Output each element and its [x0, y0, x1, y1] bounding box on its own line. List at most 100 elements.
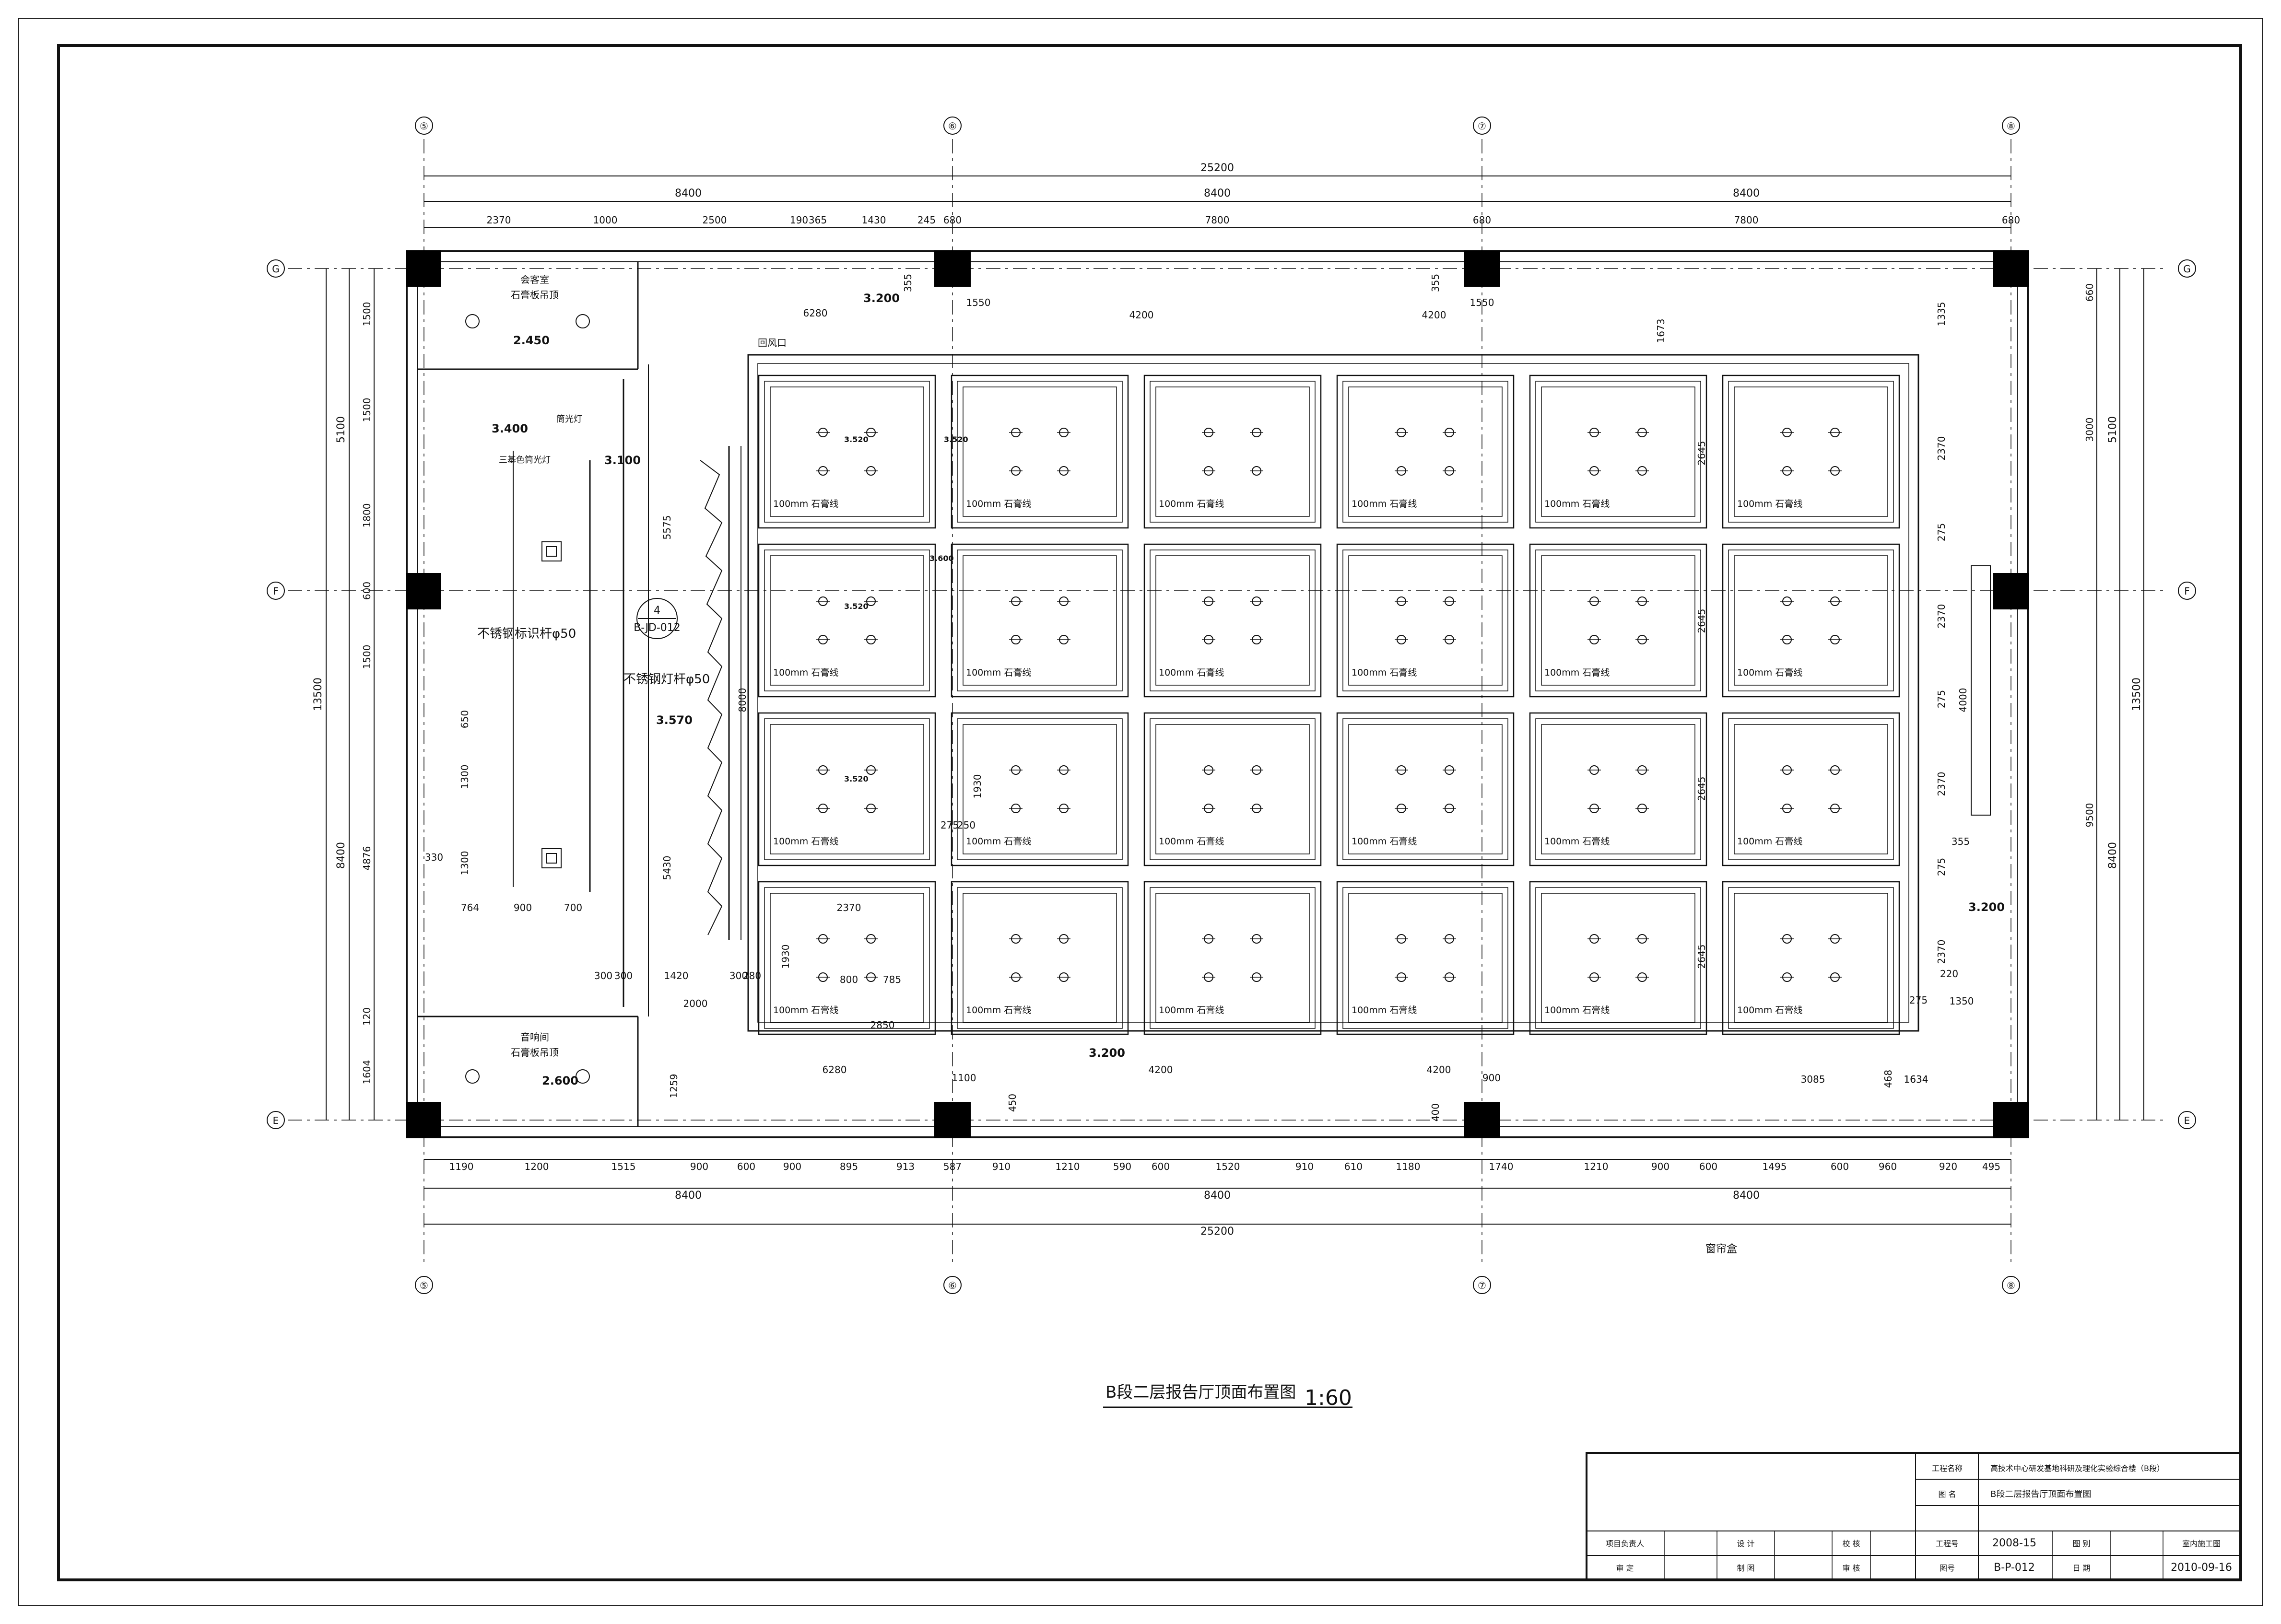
svg-text:495: 495 — [1982, 1161, 2000, 1172]
coffer-label: 100mm 石膏线 — [1352, 836, 1417, 847]
svg-text:4000: 4000 — [1957, 688, 1969, 713]
lamp-fixtures — [465, 314, 590, 1084]
dim-bottom-bay-3: 8400 — [1733, 1190, 1760, 1202]
coffer-label: 100mm 石膏线 — [966, 498, 1031, 509]
svg-text:680: 680 — [1473, 214, 1491, 226]
coffer-label: 100mm 石膏线 — [1544, 836, 1610, 847]
dim-right-part-2: 8400 — [2107, 842, 2119, 869]
svg-text:680: 680 — [943, 214, 962, 226]
svg-text:1495: 1495 — [1763, 1161, 1787, 1172]
tb-sheet-no-label: 图号 — [1940, 1564, 1955, 1573]
svg-text:3.520: 3.520 — [944, 435, 968, 444]
svg-text:3.100: 3.100 — [604, 454, 641, 467]
walls — [406, 250, 2029, 1138]
coffer-label: 100mm 石膏线 — [1159, 498, 1224, 509]
svg-text:600: 600 — [1152, 1161, 1170, 1172]
svg-text:2370: 2370 — [1936, 604, 1947, 629]
coffer-label: 100mm 石膏线 — [966, 667, 1031, 678]
inner-dim-value: 300 — [614, 970, 633, 981]
svg-text:1000: 1000 — [593, 214, 618, 226]
svg-text:G: G — [272, 263, 280, 275]
inner-dim-value: 400 — [1430, 1103, 1441, 1122]
inner-dim-value: 1550 — [1470, 297, 1494, 308]
detail-reference-bubble: 4 B-JD-012 — [634, 598, 681, 639]
inner-dim-value: 6280 — [823, 1064, 847, 1075]
axis-bubble-row-g-right: G — [2178, 259, 2196, 278]
inner-dim-value: 275 — [1909, 994, 1928, 1006]
dim-top-detail-chain: 2370 1000 2500 190 365 1430 245 680 7800… — [487, 214, 2021, 226]
svg-text:1520: 1520 — [1216, 1161, 1240, 1172]
svg-text:1634: 1634 — [1904, 1074, 1928, 1085]
inner-dim-value: 450 — [1007, 1094, 1018, 1112]
svg-text:910: 910 — [1295, 1161, 1314, 1172]
svg-text:2370: 2370 — [487, 214, 511, 226]
note-rail-b: 不锈钢灯杆φ50 — [623, 672, 710, 687]
svg-text:1210: 1210 — [1056, 1161, 1080, 1172]
inner-dim-value: 6280 — [803, 307, 828, 319]
inner-dim-value: 1300 — [459, 765, 470, 789]
svg-text:587: 587 — [943, 1161, 962, 1172]
room-top-left-name: 会客室 — [520, 274, 549, 285]
dimension-lines — [326, 175, 2144, 1225]
inner-dim-value: 4200 — [1149, 1064, 1173, 1075]
inner-dim-value: 1100 — [952, 1072, 976, 1084]
dim-top-bay-1: 8400 — [675, 187, 702, 199]
room-bottom-left-name: 音响间 — [520, 1031, 549, 1043]
svg-text:910: 910 — [992, 1161, 1011, 1172]
coffer-label: 100mm 石膏线 — [1544, 498, 1610, 509]
room-bottom-left-ceiling: 石膏板吊顶 — [511, 1047, 559, 1058]
svg-text:275: 275 — [1936, 690, 1947, 708]
inner-dim-value: 8000 — [737, 688, 748, 713]
svg-text:920: 920 — [1939, 1161, 1957, 1172]
inner-dim-value: 785 — [883, 974, 901, 985]
inner-dim-value: 5575 — [661, 515, 673, 540]
inner-dim-value: 1673 — [1655, 319, 1667, 343]
tb-project-value: 高技术中心研发基地科研及理化实验综合楼（B段） — [1990, 1464, 2164, 1473]
stage-rail — [513, 446, 741, 940]
tb-role-2: 设 计 — [1737, 1539, 1754, 1548]
dim-bottom-total: 25200 — [1200, 1226, 1234, 1238]
svg-text:275: 275 — [1936, 523, 1947, 541]
tb-project-no-label: 工程号 — [1936, 1539, 1959, 1548]
tb-project-no: 2008-15 — [1992, 1537, 2036, 1549]
coffer-label: 100mm 石膏线 — [1544, 667, 1610, 678]
tb-role-4: 审 定 — [1616, 1564, 1634, 1573]
svg-text:1515: 1515 — [611, 1161, 636, 1172]
inner-dim-value: 300 — [729, 970, 748, 981]
inner-dim-value: 300 — [594, 970, 612, 981]
svg-text:4876: 4876 — [361, 846, 373, 871]
svg-text:E: E — [273, 1115, 279, 1126]
inner-dim-value: 2645 — [1696, 609, 1707, 633]
coffer-label: 100mm 石膏线 — [966, 836, 1031, 847]
svg-text:⑤: ⑤ — [420, 120, 428, 132]
svg-text:600: 600 — [737, 1161, 755, 1172]
svg-text:1740: 1740 — [1489, 1161, 1514, 1172]
inner-dim-value: 2370 — [837, 902, 861, 913]
dim-top-bay-2: 8400 — [1204, 187, 1231, 199]
svg-text:3.520: 3.520 — [844, 774, 869, 783]
inner-dim-value: 1550 — [966, 297, 991, 308]
tb-role-5: 制 图 — [1737, 1564, 1754, 1573]
svg-text:G: G — [2183, 263, 2191, 275]
inner-dim-value: 355 — [902, 274, 914, 292]
note-back-vent: 回风口 — [758, 337, 787, 349]
svg-text:B-JD-012: B-JD-012 — [634, 622, 681, 634]
hall-ceiling-frame — [747, 354, 1919, 1032]
level-markers: 3.200 2.450 3.400 3.100 3.570 3.200 2.60… — [492, 292, 2005, 1087]
inner-dim-value: 900 — [514, 902, 532, 913]
inner-dim-value: 4200 — [1129, 309, 1154, 321]
inner-dim-value: 1259 — [668, 1074, 680, 1098]
coffer-label: 100mm 石膏线 — [773, 1005, 838, 1016]
svg-text:⑥: ⑥ — [948, 120, 957, 132]
svg-text:2370: 2370 — [1936, 436, 1947, 461]
axis-bubble-col-5-bottom: ⑤ — [415, 1276, 433, 1294]
coffer-label: 100mm 石膏线 — [1159, 667, 1224, 678]
axis-bubble-row-f-left: F — [267, 582, 285, 600]
svg-text:1210: 1210 — [1584, 1161, 1609, 1172]
svg-text:3.200: 3.200 — [1968, 900, 2005, 914]
svg-text:610: 610 — [1344, 1161, 1363, 1172]
svg-text:F: F — [273, 585, 279, 597]
coffer-label: 100mm 石膏线 — [1352, 498, 1417, 509]
